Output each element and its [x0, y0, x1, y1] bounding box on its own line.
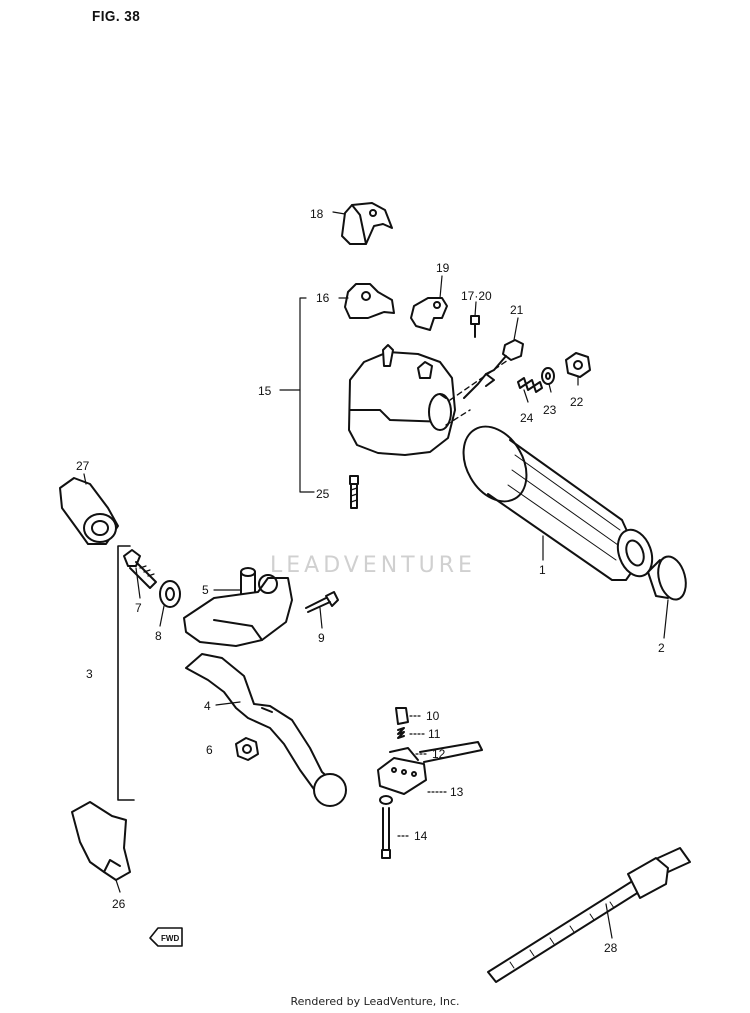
part-4-lever — [185, 653, 347, 807]
part-21-cable-end — [463, 339, 524, 399]
part-lever-bracket — [183, 574, 293, 647]
callout-19: 19 — [436, 261, 450, 275]
callout-28: 28 — [604, 941, 618, 955]
part-24-spring — [517, 377, 543, 393]
callout-18: 18 — [310, 207, 324, 221]
footer-text: Rendered by LeadVenture, Inc. — [290, 995, 460, 1008]
part-27-lever-cover — [59, 477, 119, 545]
part-10-cap — [395, 707, 409, 725]
callout-7: 7 — [135, 601, 142, 615]
callout-27: 27 — [76, 459, 90, 473]
callout-14: 14 — [414, 829, 428, 843]
callout-4: 4 — [204, 699, 211, 713]
part-11-spring — [397, 727, 405, 739]
part-7-bolt — [123, 549, 157, 589]
part-19-cable-guide — [410, 297, 448, 331]
callout-11: 11 — [428, 727, 441, 741]
part-25-screw — [349, 475, 359, 509]
callout-8: 8 — [155, 629, 162, 643]
part-9-bolt — [305, 591, 339, 613]
callout-22: 22 — [570, 395, 584, 409]
callout-9: 9 — [318, 631, 325, 645]
part-18-cable-holder — [341, 202, 393, 245]
watermark-text: LEADVENTURE — [270, 553, 476, 578]
callout-5: 5 — [202, 583, 209, 597]
callout-21: 21 — [510, 303, 524, 317]
part-16-holder — [344, 283, 395, 319]
callout-15: 15 — [258, 384, 272, 398]
callout-17-20: 17·20 — [461, 289, 492, 303]
part-12-contact — [389, 741, 483, 763]
part-17-20-screw — [470, 315, 480, 338]
callout-10: 10 — [426, 709, 440, 723]
part-3-bracket-line — [117, 545, 135, 801]
part-23-washer — [541, 367, 555, 385]
part-28-cable-tie — [487, 847, 691, 983]
part-13-switch-plate — [377, 757, 427, 795]
part-8-adjuster — [159, 580, 181, 608]
callout-26: 26 — [112, 897, 126, 911]
fwd-arrow — [149, 927, 183, 947]
callout-16: 16 — [316, 291, 330, 305]
callout-3: 3 — [86, 667, 93, 681]
part-2-bar-end — [647, 555, 687, 601]
figure-title: FIG. 38 — [92, 8, 141, 25]
part-26-cover — [71, 801, 131, 881]
callout-6: 6 — [206, 743, 213, 757]
callout-2: 2 — [658, 641, 665, 655]
part-6-nut — [235, 737, 259, 761]
part-14-screw — [379, 795, 393, 859]
callout-25: 25 — [316, 487, 330, 501]
part-15-throttle-housing — [348, 344, 456, 456]
part-1-grip — [462, 425, 654, 581]
part-22-nut — [565, 352, 591, 378]
callout-23: 23 — [543, 403, 557, 417]
fwd-label: FWD — [161, 934, 179, 943]
callout-13: 13 — [450, 785, 464, 799]
callout-24: 24 — [520, 411, 534, 425]
callout-1: 1 — [539, 563, 546, 577]
callout-12: 12 — [432, 747, 446, 761]
